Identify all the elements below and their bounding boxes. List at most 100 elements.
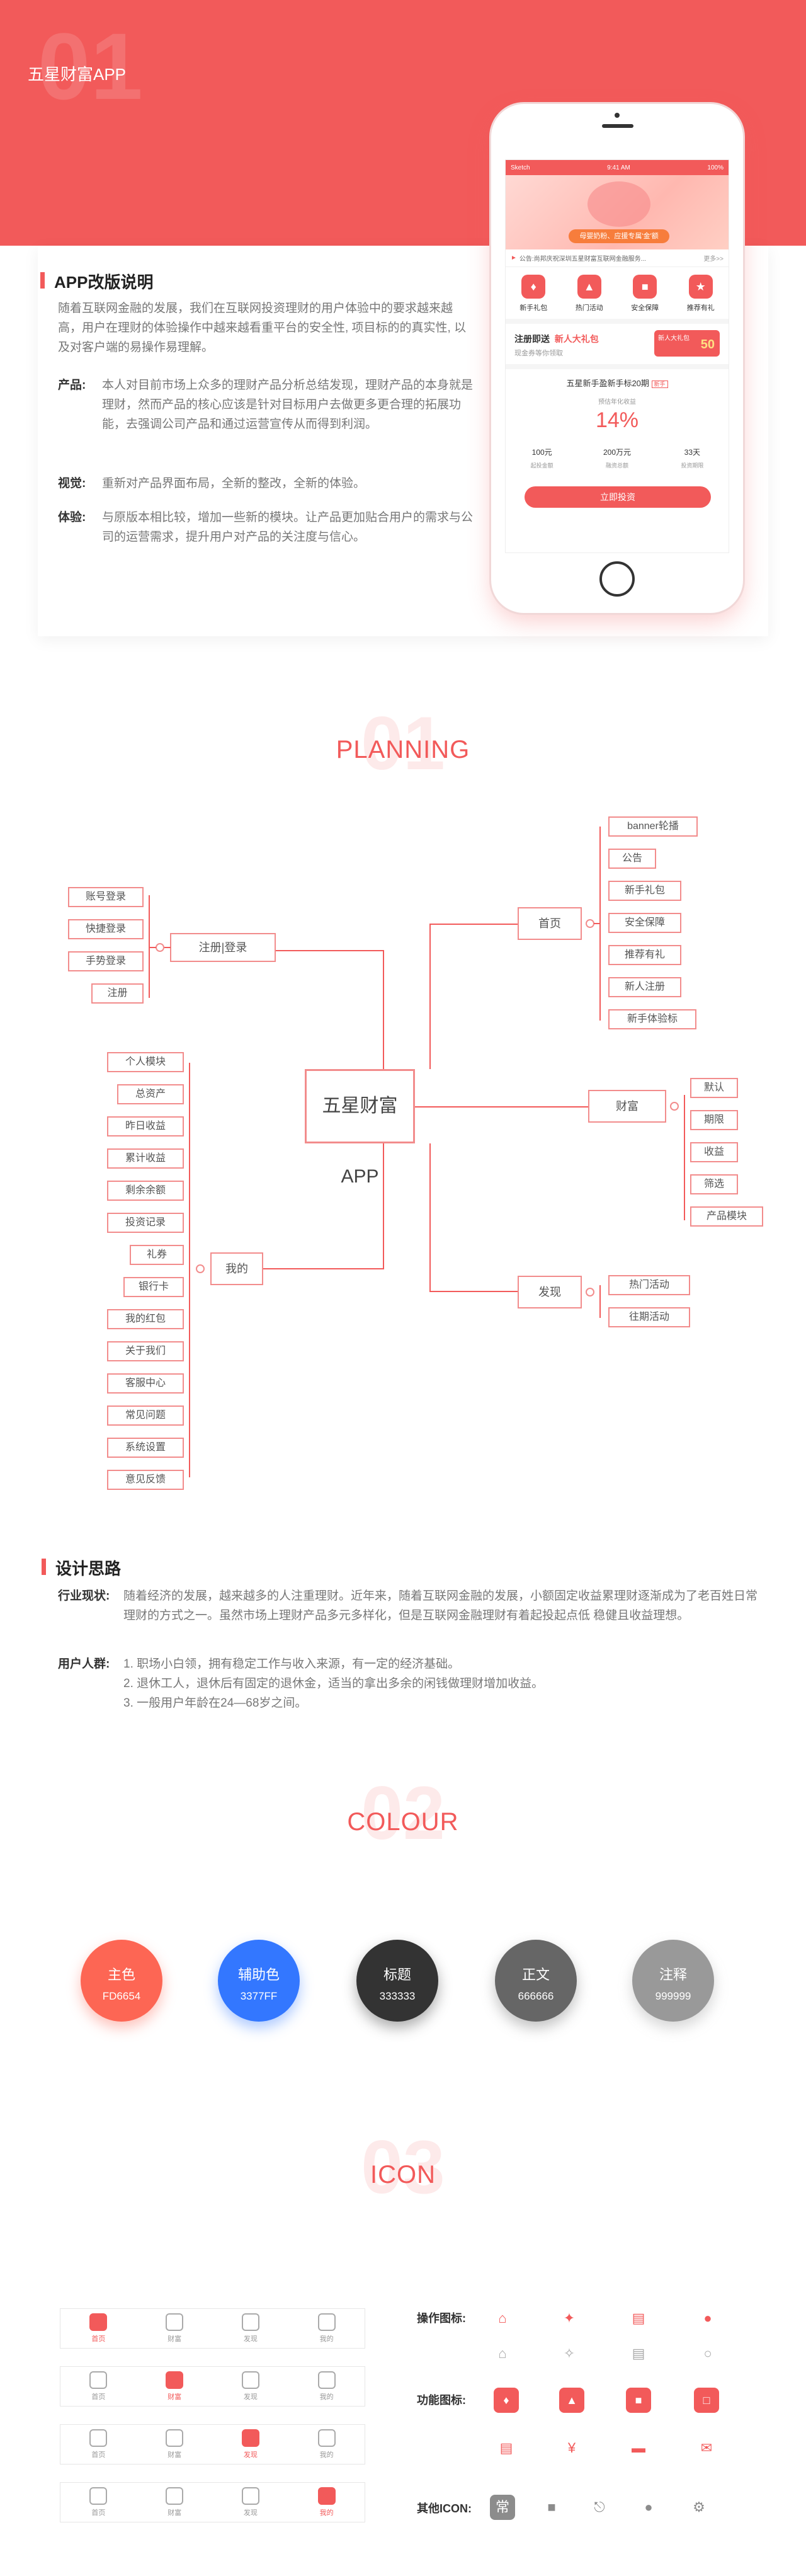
notice-bar[interactable]: ► 公告:尚邦庆祝深圳五星财富互联网金融服务... 更多>> [506, 249, 729, 267]
nav-security[interactable]: ■安全保障 [623, 275, 667, 312]
nav-label: 推荐有礼 [686, 304, 715, 312]
tab-discover[interactable]: 发现 [232, 2371, 270, 2401]
leaf-invest-records: 投资记录 [107, 1213, 184, 1233]
intro-row-label: 体验: [58, 511, 86, 524]
leaf-new-trial: 新手体验标 [608, 1009, 696, 1029]
tab-mine[interactable]: 我的 [308, 2429, 346, 2459]
connector [276, 950, 384, 951]
leaf-notice: 公告 [608, 849, 656, 869]
tab-discover[interactable]: 发现 [232, 2487, 270, 2517]
gift-amount: 50 [700, 338, 715, 352]
design-industry: 行业现状: 随着经济的发展，越来越多的人注重理财。近年来，随着互联网金融的发展，… [58, 1586, 763, 1625]
gift-title: 注册即送 新人大礼包 [514, 334, 599, 344]
gift-coupon: 新人大礼包 50 [654, 330, 720, 357]
compass-outline-icon: ✧ [563, 2345, 576, 2361]
design-user-item: 2. 退休工人，退休后有固定的退休金，适当的拿出多余的闲钱做理财增加收益。 [123, 1677, 544, 1690]
tab-label: 财富 [167, 2451, 182, 2459]
tab-discover[interactable]: 发现 [232, 2429, 270, 2459]
leaf-bank-card: 银行卡 [123, 1277, 184, 1297]
phone-screen: Sketch 9:41 AM 100% 母婴奶粉、应援专属'金'额 ► 公告:尚… [505, 159, 729, 553]
product-card[interactable]: 五星新手盈新手标20期 新手 预估年化收益 14% 100元起投金额 200万元… [506, 369, 729, 514]
connector [149, 947, 156, 948]
user-icon [317, 2487, 336, 2505]
card-icon: ▬ [632, 2440, 645, 2456]
leaf-default: 默认 [690, 1078, 738, 1098]
tab-wealth[interactable]: 财富 [156, 2487, 193, 2517]
home-banner[interactable]: 母婴奶粉、应援专属'金'额 [506, 175, 729, 249]
quick-nav: ♦新手礼包 ▲热门活动 ■安全保障 ★推荐有礼 [506, 267, 729, 324]
design-heading: 设计思路 [42, 1556, 121, 1579]
tab-discover[interactable]: 发现 [232, 2313, 270, 2344]
compass-icon [241, 2487, 259, 2505]
leaf-total-yield: 累计收益 [107, 1148, 184, 1169]
notice-text: 公告:尚邦庆祝深圳五星财富互联网金融服务... [519, 256, 647, 263]
tab-home[interactable]: 首页 [79, 2429, 117, 2459]
home-icon [89, 2313, 108, 2331]
invest-button[interactable]: 立即投资 [525, 486, 711, 508]
leaf-referral: 推荐有礼 [608, 945, 681, 965]
leaf-faq: 常见问题 [107, 1405, 184, 1426]
intro-row-text: 与原版本相比较，增加一些新的模块。让产品更加贴合用户的需求与公司的运营需求，提升… [102, 511, 474, 544]
leaf-past-activity: 往期活动 [608, 1307, 690, 1327]
rate-label: 预估年化收益 [598, 399, 636, 406]
chart-icon [166, 2313, 184, 2331]
tab-mine[interactable]: 我的 [308, 2487, 346, 2517]
user-icon: ● [703, 2310, 712, 2326]
tabbar-discover-active: 首页财富 发现 我的 [60, 2424, 365, 2464]
compass-icon: ✦ [563, 2310, 576, 2326]
connector [599, 827, 601, 1021]
home-icon [89, 2429, 108, 2447]
document-icon: ▤ [499, 2440, 513, 2456]
gift-icon: ♦ [494, 2388, 519, 2413]
coupon-icon: ¥ [567, 2440, 576, 2456]
phone-speaker [602, 124, 633, 128]
connector [383, 950, 384, 1069]
op-icons-label: 操作图标: [417, 2312, 466, 2325]
design-user-item: 1. 职场小白领，拥有稳定工作与收入来源，有一定的经济基础。 [123, 1657, 460, 1671]
nav-referral[interactable]: ★推荐有礼 [679, 275, 723, 312]
chat-icon: ■ [547, 2499, 556, 2515]
leaf-feedback: 意见反馈 [107, 1470, 184, 1490]
chart-icon: ▤ [632, 2310, 645, 2326]
status-time: 9:41 AM [607, 164, 630, 171]
notice-more-link[interactable]: 更多>> [703, 256, 724, 263]
user-icon [317, 2371, 336, 2389]
connector [684, 1095, 685, 1220]
leaf-balance: 剩余余额 [107, 1181, 184, 1201]
hero-title: 五星财富APP [28, 65, 127, 84]
expand-knob [586, 1288, 594, 1297]
connector [599, 1285, 601, 1318]
colour-number: 02 [361, 1771, 445, 1855]
leaf-gesture-login: 手势登录 [68, 951, 144, 971]
leaf-term: 期限 [690, 1110, 738, 1130]
status-carrier: Sketch [511, 164, 530, 171]
leaf-yield: 收益 [690, 1142, 738, 1162]
expand-knob [670, 1102, 679, 1111]
intro-row-label: 产品: [58, 379, 86, 392]
nav-label: 安全保障 [631, 304, 659, 312]
home-icon [89, 2371, 108, 2389]
gift-panel[interactable]: 注册即送 新人大礼包 现金券等你领取 新人大礼包 50 [506, 324, 729, 369]
leaf-settings: 系统设置 [107, 1438, 184, 1458]
nav-hot-activity[interactable]: ▲热门活动 [567, 275, 611, 312]
intro-row-text: 重新对产品界面布局，全新的整改，全新的体验。 [102, 477, 366, 490]
nav-new-gift[interactable]: ♦新手礼包 [511, 275, 555, 312]
tab-home[interactable]: 首页 [79, 2487, 117, 2517]
tab-wealth[interactable]: 财富 [156, 2371, 193, 2401]
leaf-security: 安全保障 [608, 913, 681, 933]
tab-mine[interactable]: 我的 [308, 2313, 346, 2344]
frequent-icon: 常 [490, 2495, 515, 2520]
branch-home: 首页 [518, 907, 582, 940]
tab-mine[interactable]: 我的 [308, 2371, 346, 2401]
tab-home[interactable]: 首页 [79, 2371, 117, 2401]
leaf-about: 关于我们 [107, 1341, 184, 1361]
design-industry-label: 行业现状: [58, 1589, 110, 1603]
tab-home[interactable]: 首页 [79, 2313, 117, 2344]
tab-wealth[interactable]: 财富 [156, 2429, 193, 2459]
tab-wealth[interactable]: 财富 [156, 2313, 193, 2344]
intro-row-product: 产品: 本人对目前市场上众多的理财产品分析总结发现，理财产品的本身就是理财，然而… [58, 375, 474, 434]
